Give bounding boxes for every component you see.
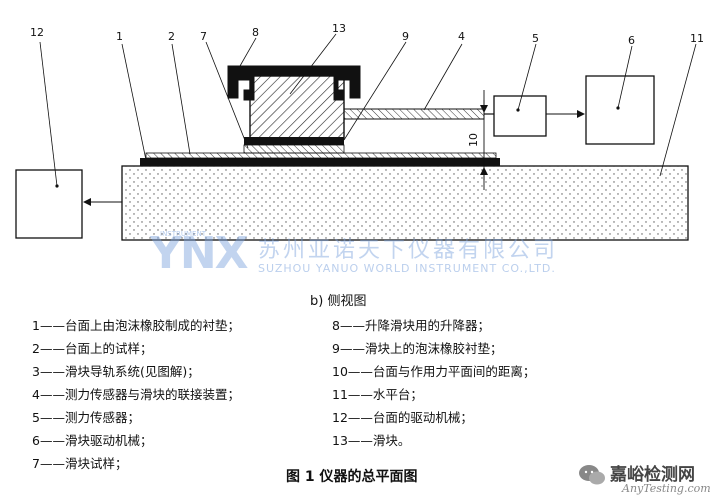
label-9: 9	[402, 30, 409, 43]
legend-item: 1——台面上由泡沫橡胶制成的衬垫；	[32, 318, 240, 333]
legend-item: 5——测力传感器；	[32, 410, 140, 425]
watermark-tag: INSTRUMENT	[160, 230, 206, 238]
connector-rod	[343, 108, 485, 120]
legend-item: 12——台面的驱动机械；	[332, 410, 473, 425]
subcaption: b) 侧视图	[310, 294, 367, 309]
figure-title: 图 1 仪器的总平面图	[286, 469, 418, 485]
brand-watermark: 嘉峪检测网 AnyTesting.com	[572, 456, 718, 500]
legend-item: 3——滑块导轨系统(见图解)；	[32, 364, 200, 379]
label-12: 12	[30, 26, 44, 39]
label-2: 2	[168, 30, 175, 43]
slider-foam-pad	[244, 137, 344, 145]
apparatus-side-view-diagram: 10 12 1 2 7 8 13 9 4 5 6 11	[15, 22, 704, 241]
label-11: 11	[690, 32, 704, 45]
label-1: 1	[116, 30, 123, 43]
legend-item: 10——台面与作用力平面间的距离；	[332, 364, 536, 379]
horizontal-table	[121, 165, 689, 241]
slider-drive-box	[585, 75, 655, 145]
table-specimen	[145, 152, 497, 159]
legend-item: 9——滑块上的泡沫橡胶衬垫；	[332, 341, 503, 356]
company-watermark: YNX INSTRUMENT 苏州亚诺天下仪器有限公司 SUZHOU YANUO…	[150, 228, 610, 284]
watermark-company-en: SUZHOU YANUO WORLD INSTRUMENT CO.,LTD.	[258, 262, 556, 275]
legend-left: 1——台面上由泡沫橡胶制成的衬垫； 2——台面上的试样； 3——滑块导轨系统(见…	[32, 314, 240, 475]
legend-item: 6——滑块驱动机械；	[32, 433, 153, 448]
label-5: 5	[532, 32, 539, 45]
legend-item: 7——滑块试样；	[32, 456, 128, 471]
table-drive-box	[15, 169, 83, 239]
svg-text:10: 10	[467, 133, 480, 147]
label-8: 8	[252, 26, 259, 39]
legend-item: 13——滑块。	[332, 433, 411, 448]
wechat-icon	[579, 465, 605, 485]
watermark-company-cn: 苏州亚诺天下仪器有限公司	[258, 238, 559, 263]
table-foam-pad	[140, 158, 500, 166]
brand-name-en: AnyTesting.com	[622, 482, 711, 495]
legend-item: 4——测力传感器与滑块的联接装置；	[32, 387, 240, 402]
label-13: 13	[332, 22, 346, 35]
legend-item: 2——台面上的试样；	[32, 341, 153, 356]
label-4: 4	[458, 30, 465, 43]
watermark-logo: YNX	[150, 228, 249, 279]
legend-item: 11——水平台；	[332, 387, 423, 402]
lifter-bracket	[227, 65, 361, 101]
label-6: 6	[628, 34, 635, 47]
slider-specimen	[243, 144, 345, 154]
label-7: 7	[200, 30, 207, 43]
brand-name-cn: 嘉峪检测网	[610, 465, 695, 485]
legend-item: 8——升降滑块用的升降器；	[332, 318, 490, 333]
legend-right: 8——升降滑块用的升降器； 9——滑块上的泡沫橡胶衬垫； 10——台面与作用力平…	[332, 314, 535, 452]
